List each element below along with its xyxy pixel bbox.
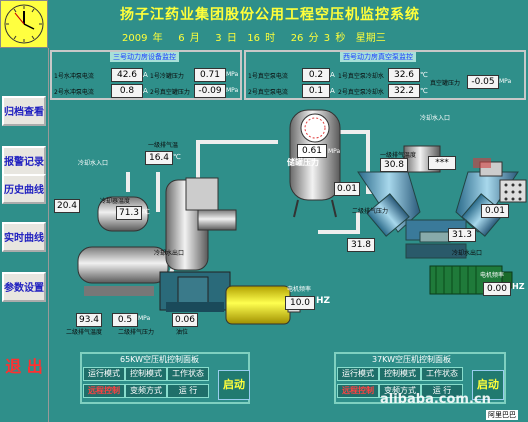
exit-button[interactable]: 退 出 — [5, 357, 43, 376]
mode-label-37kw: 运行模式 — [337, 367, 379, 381]
unit-exhaust-temp: ℃ — [173, 153, 181, 161]
value-0-06: 0.06 — [172, 313, 198, 327]
value-93-4: 93.4 — [76, 313, 102, 327]
label-cooling-inlet-left: 冷却水入口 — [78, 160, 109, 167]
run-state-65kw: 运 行 — [167, 384, 209, 398]
unit-vacpump2-current: A — [330, 87, 335, 95]
start-button-37kw[interactable]: 启动 — [472, 370, 504, 400]
control-panel-37kw — [334, 352, 506, 404]
label-pump2-current: 2号水冲泵电流 — [54, 89, 94, 96]
clock-icon — [0, 0, 48, 48]
run-state-37kw: 运 行 — [421, 384, 463, 398]
start-button-65kw[interactable]: 启动 — [218, 370, 250, 400]
value-vacpump1-water: 32.6 — [388, 68, 420, 82]
unit-vacpump2-water: ℃ — [420, 87, 428, 95]
value-stars: *** — [428, 156, 456, 170]
label-motor-freq-left: 电机频率 — [287, 286, 312, 293]
process-diagram — [77, 109, 527, 325]
panel-plant3 — [50, 50, 242, 100]
label-tank1-pressure: 1号冷罐压力 — [150, 73, 184, 80]
vfd-mode-65kw[interactable]: 变频方式 — [125, 384, 167, 398]
unit-71-3: ℃ — [142, 208, 150, 216]
value-tank-pressure: 0.61 — [297, 144, 327, 158]
value-pump1-current: 42.6 — [111, 68, 143, 82]
mode-label-65kw: 运行模式 — [83, 367, 125, 381]
label-vacpump2-current: 2号真空泵电流 — [248, 89, 288, 96]
nav-realtime-curve-button[interactable]: 实时曲线 — [2, 222, 46, 252]
unit-vacpump1-water: ℃ — [420, 71, 428, 79]
corner-logo: 阿里巴巴 — [486, 410, 518, 420]
panel-west-vacuum — [244, 50, 526, 100]
value-vacpump2-water: 32.2 — [388, 84, 420, 98]
value-motor-freq-left: 10.0 — [285, 296, 315, 310]
date-time-line: 2009 年 6 月 3 日 16 时 26 分 3 秒 星期三 — [122, 33, 386, 44]
label-left-water-out: 冷却水出口 — [154, 250, 185, 257]
unit-motor-freq-right: HZ — [512, 282, 525, 291]
value-30-8: 30.8 — [380, 158, 408, 172]
control-mode-label-65kw: 控制模式 — [125, 367, 167, 381]
unit-tank-pressure: MPa — [328, 148, 341, 155]
value-20-4: 20.4 — [54, 199, 80, 213]
label-left-exhaust-press: 二级排气压力 — [118, 329, 155, 336]
nav-history-curve-button[interactable]: 历史曲线 — [2, 174, 46, 204]
nav-archive-button[interactable]: 归档查看 — [2, 96, 46, 126]
label-right-exhaust-temp: 一级排气温度 — [380, 152, 417, 159]
value-0-01b: 0.01 — [481, 204, 509, 218]
nav-parameters-button[interactable]: 参数设置 — [2, 272, 46, 302]
value-vacuum-tank-pressure: -0.05 — [467, 75, 499, 89]
value-0-01a: 0.01 — [334, 182, 360, 196]
unit-pump1-current: A — [143, 71, 148, 79]
label-vacpump2-water: 2号真空泵冷却水 — [338, 89, 384, 96]
remote-control-37kw[interactable]: 远程控制 — [337, 384, 379, 398]
value-vacpump2-current: 0.1 — [302, 84, 330, 98]
value-0-5: 0.5 — [112, 313, 138, 327]
label-motor-freq-right: 电机频率 — [480, 272, 505, 279]
label-tank-pressure: 储罐压力 — [287, 158, 319, 167]
vfd-mode-37kw[interactable]: 变频方式 — [379, 384, 421, 398]
label-vacpump1-water: 1号真空泵冷却水 — [338, 73, 384, 80]
value-vacpump1-current: 0.2 — [302, 68, 330, 82]
unit-tank1-pressure: MPa — [226, 71, 239, 78]
control-panel-65kw-title: 65KW空压机控制面板 — [120, 355, 200, 364]
label-cooler-temp: 冷却器温度 — [100, 198, 131, 205]
unit-vacuum-tank-pressure: MPa — [499, 78, 512, 85]
work-state-label-37kw: 工作状态 — [421, 367, 463, 381]
label-oil-level: 油位 — [176, 329, 189, 336]
watermark: alibaba.com.cn — [380, 392, 491, 407]
value-motor-freq-right: 0.00 — [483, 282, 511, 296]
label-cooling-inlet-right: 冷却水入口 — [420, 115, 451, 122]
label-vacpump1-current: 1号真空泵电流 — [248, 73, 288, 80]
value-tank2-pressure: -0.09 — [194, 84, 226, 98]
control-panel-37kw-title: 37KW空压机控制面板 — [372, 355, 452, 364]
label-right-water-out: 冷却水出口 — [452, 250, 483, 257]
value-pump2-current: 0.8 — [111, 84, 143, 98]
nav-alarm-button[interactable]: 报警记录 — [2, 146, 46, 176]
value-tank1-pressure: 0.71 — [194, 68, 226, 82]
panel-plant3-title: 三号动力房设备监控 — [110, 52, 179, 62]
value-71-3: 71.3 — [116, 206, 142, 220]
unit-tank2-pressure: MPa — [226, 87, 239, 94]
work-state-label-65kw: 工作状态 — [167, 367, 209, 381]
unit-vacpump1-current: A — [330, 71, 335, 79]
label-exhaust-temp: 一级排气温 — [148, 142, 179, 149]
page-title: 扬子江药业集团股份公用工程空压机监控系统 — [120, 7, 420, 23]
label-right-exhaust-press: 二级排气压力 — [352, 208, 389, 215]
control-mode-label-37kw: 控制模式 — [379, 367, 421, 381]
remote-control-65kw[interactable]: 远程控制 — [83, 384, 125, 398]
value-exhaust-temp: 16.4 — [145, 151, 173, 165]
value-31-3: 31.3 — [448, 228, 476, 242]
panel-west-vacuum-title: 西号动力房真空泵监控 — [340, 52, 416, 62]
value-31-8: 31.8 — [347, 238, 375, 252]
label-pump1-current: 1号水冲泵电流 — [54, 73, 94, 80]
label-left-exhaust-temp: 二级排气温度 — [66, 329, 103, 336]
unit-0-5: MPa — [138, 315, 151, 322]
unit-motor-freq-left: HZ — [316, 296, 331, 306]
unit-pump2-current: A — [143, 87, 148, 95]
label-vacuum-tank-pressure: 真空罐压力 — [430, 80, 461, 87]
label-tank2-pressure: 2号真空罐压力 — [150, 89, 190, 96]
